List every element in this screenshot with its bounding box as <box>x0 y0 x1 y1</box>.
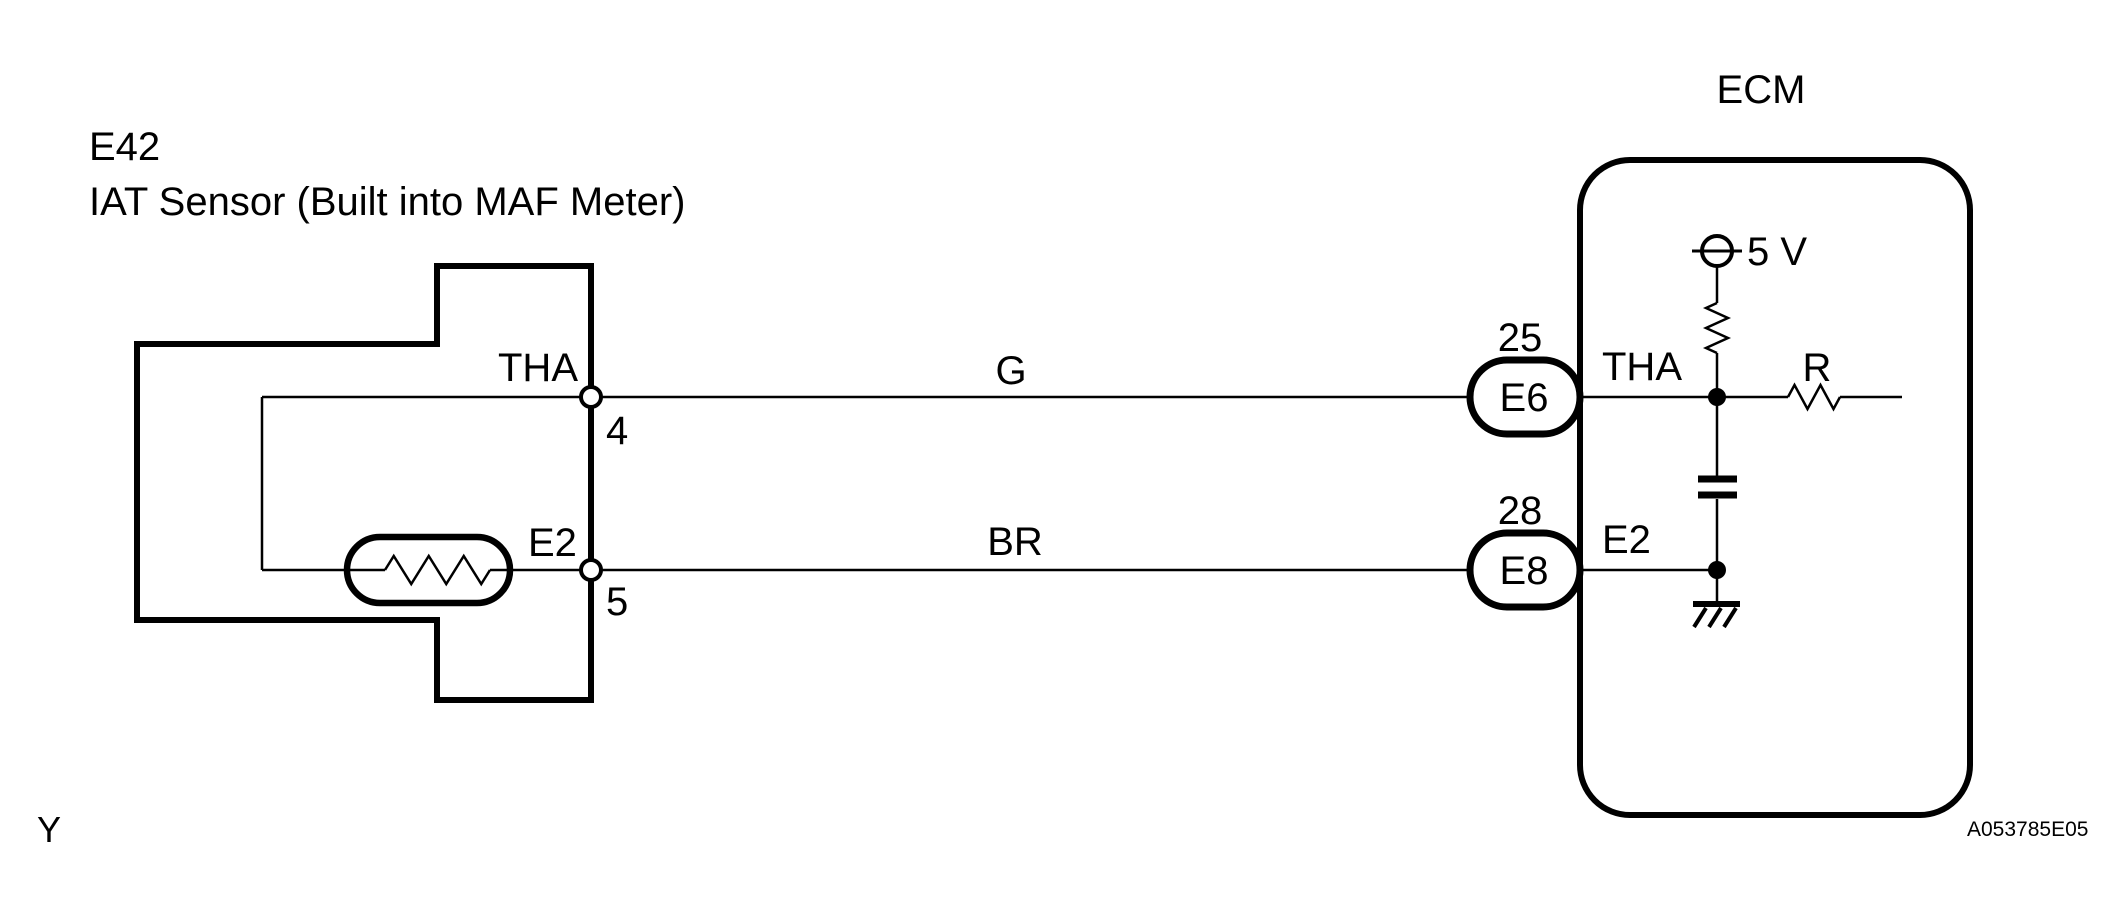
ground-symbol <box>1692 601 1740 629</box>
ecm-pin-28-label: 28 <box>1498 489 1543 533</box>
sensor-code-label: E42 <box>89 125 160 169</box>
iat-sensor-connector-outline <box>134 263 594 703</box>
junction-dot-e2 <box>1708 561 1726 579</box>
thermistor-resistor-zigzag <box>383 553 492 587</box>
capacitor-symbol <box>1698 475 1737 499</box>
junction-dot-tha <box>1708 388 1726 406</box>
sensor-name-label: IAT Sensor (Built into MAF Meter) <box>89 180 685 224</box>
sensor-terminal-tha-label: THA <box>498 346 578 390</box>
connector-e8 <box>1466 529 1584 611</box>
ecm-tha-signal-label: THA <box>1602 345 1682 389</box>
figure-code-label: A053785E05 <box>1967 818 2088 841</box>
connector-e8-label: E8 <box>1500 549 1549 593</box>
resistor-r-zigzag <box>1786 382 1842 412</box>
connector-e6-label: E6 <box>1500 376 1549 420</box>
sensor-terminal-e2-label: E2 <box>528 521 577 565</box>
ecm-pin-25-label: 25 <box>1498 316 1543 360</box>
terminal-tha-pin4 <box>579 385 603 409</box>
supply-5v-label: 5 V <box>1747 230 1807 274</box>
sensor-pin-5-label: 5 <box>606 580 628 624</box>
ecm-outline <box>1577 157 1973 818</box>
connector-e6 <box>1466 356 1584 438</box>
wire-g-color-label: G <box>995 349 1026 393</box>
terminal-e2-pin5 <box>579 558 603 582</box>
page-marker-label: Y <box>37 809 61 850</box>
ecm-title: ECM <box>1717 68 1806 112</box>
pullup-resistor-zigzag <box>1702 301 1732 355</box>
wire-br-color-label: BR <box>987 520 1043 564</box>
ecm-internal-circuit <box>1580 234 1902 629</box>
thermistor-symbol <box>343 533 514 607</box>
resistor-r-label: R <box>1803 346 1832 390</box>
sensor-pin-4-label: 4 <box>606 409 628 453</box>
ecm-e2-signal-label: E2 <box>1602 518 1651 562</box>
